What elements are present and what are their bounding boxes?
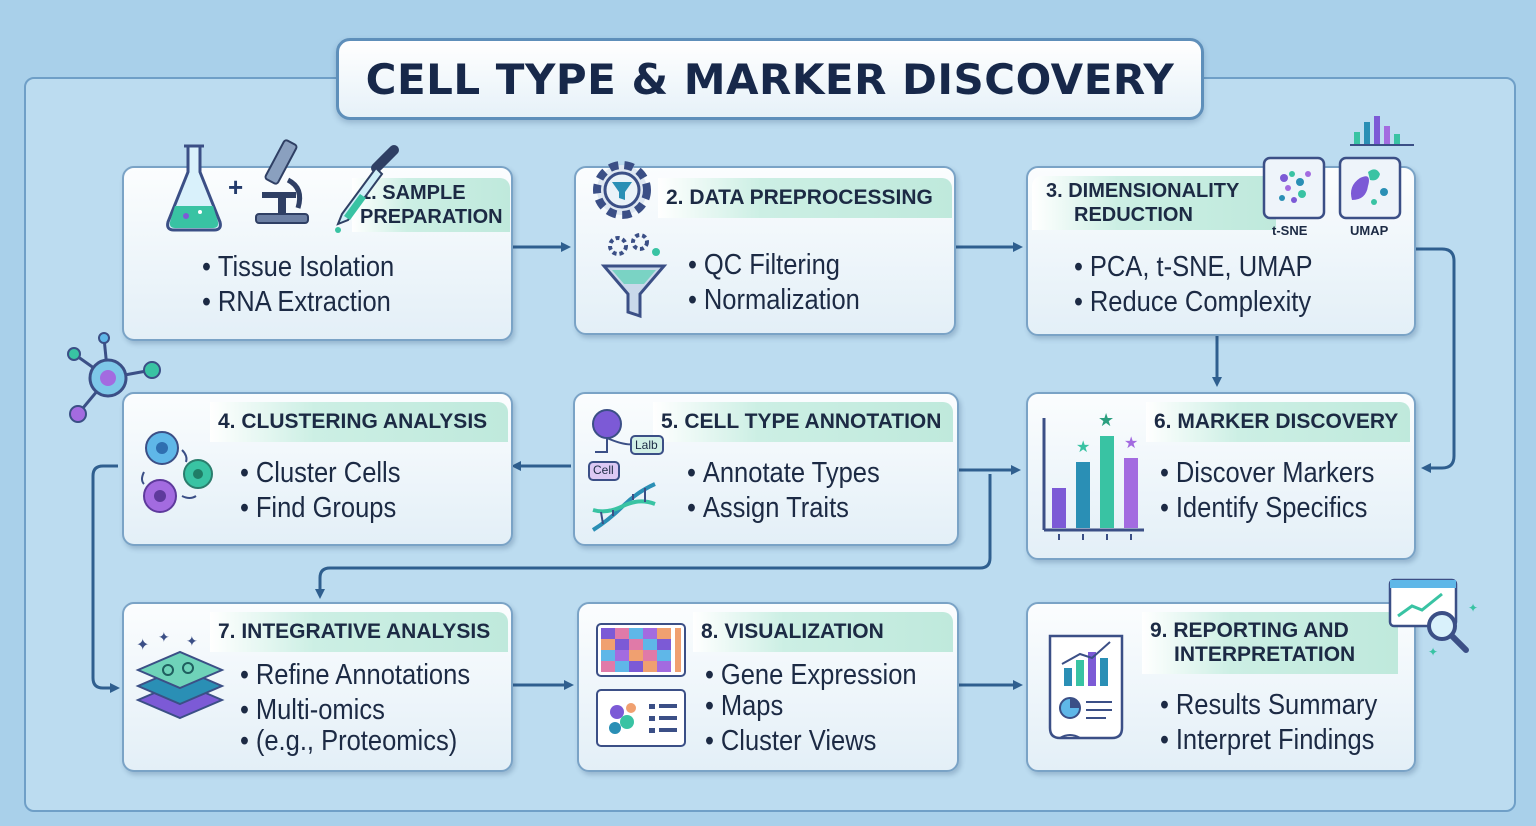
tag-label: Cell [593,463,614,477]
plot-label: t-SNE [1272,223,1308,238]
marker-bar-chart-icon: ★ ★ ★ [1042,410,1144,540]
step-title: 8. VISUALIZATION [693,612,953,652]
plot-label: UMAP [1350,223,1389,238]
step-bullets: QC Filtering Normalization [688,248,883,318]
report-icon [1048,634,1124,740]
pipette-icon [335,145,399,233]
step-title-line: PREPARATION [360,206,503,228]
bullet-item: PCA, t-SNE, UMAP [1074,250,1312,285]
svg-text:✦: ✦ [158,629,170,645]
svg-text:✦: ✦ [136,637,149,654]
arrow-6-7 [315,474,992,599]
step-title: 6. MARKER DISCOVERY [1146,402,1410,442]
step-title: 5. CELL TYPE ANNOTATION [653,402,953,442]
title-banner: CELL TYPE & MARKER DISCOVERY [336,38,1204,120]
step-title-line: INTERPRETATION [1174,643,1356,666]
step-bullets: PCA, t-SNE, UMAP Reduce Complexity [1074,250,1345,320]
bullet-item: Assign Traits [687,491,880,526]
step-card-7: 7. INTEGRATIVE ANALYSIS Refine Annotatio… [122,602,513,772]
bullet-item: Gene Expression [705,658,917,693]
bullet-item: Cluster Views [705,724,917,759]
bullet-item: Interpret Findings [1160,723,1377,758]
layers-icon: ✦ ✦ ✦ [135,629,225,720]
flask-icon [166,144,222,232]
step-title: 9. REPORTING AND INTERPRETATION [1142,612,1398,674]
tag-label: Lalb [635,438,658,452]
bullet-item: Results Summary [1160,688,1377,723]
bar-chart-icon [1350,116,1414,146]
step-title: 4. CLUSTERING ANALYSIS [210,402,508,442]
svg-text:✦: ✦ [186,633,198,649]
step-card-1: 1. SAMPLE PREPARATION Tissue Isolation R… [122,139,513,341]
step-title: 2. DATA PREPROCESSING [658,178,952,218]
step-card-9: 9. REPORTING AND INTERPRETATION Results … [1026,602,1416,772]
tsne-plot-icon [1262,156,1326,220]
heatmap-icon [596,623,686,677]
cells-cluster-icon [141,431,213,513]
cluster-view-icon [596,689,686,747]
bullet-item: RNA Extraction [202,285,394,320]
step-card-5: 5. CELL TYPE ANNOTATION Annotate Types A… [573,392,959,546]
step-card-3: 3. DIMENSIONALITY REDUCTION PCA, t-SNE, … [1026,116,1416,336]
magnifier-chart-icon: ✦ ✦ [1388,578,1478,658]
gear-funnel-icon [593,161,651,219]
svg-text:★: ★ [1076,439,1090,456]
molecule-icon [67,332,161,423]
step-card-6: 6. MARKER DISCOVERY Discover Markers Ide… [1026,392,1416,560]
bullet-item-continued: Maps [705,689,917,724]
step-title: 1. SAMPLE PREPARATION [352,178,510,232]
bullet-item: Identify Specifics [1160,491,1374,526]
page-title: CELL TYPE & MARKER DISCOVERY [365,54,1175,104]
svg-text:✦: ✦ [1428,645,1438,658]
bullet-item-continued: (e.g., Proteomics) [240,724,470,759]
bullet-item: Normalization [688,283,860,318]
step-bullets: Results Summary Interpret Findings [1160,688,1407,758]
step-bullets: Gene Expression Maps Cluster Views [705,658,945,759]
step-card-8: 8. VISUALIZATION Gene Expression Maps Cl… [577,602,959,772]
bullet-item: QC Filtering [688,248,860,283]
svg-text:★: ★ [1098,410,1114,430]
umap-plot-icon [1338,156,1402,220]
step-title-line: 1. SAMPLE [360,182,466,204]
bullet-item: Discover Markers [1160,456,1374,491]
step-card-2: 2. DATA PREPROCESSING QC Filtering Norma… [574,161,956,335]
step-bullets: Refine Annotations Multi-omics (e.g., Pr… [240,658,501,759]
step-bullets: Discover Markers Identify Specifics [1160,456,1404,526]
step-bullets: Annotate Types Assign Traits [687,456,906,526]
step-card-4: 4. CLUSTERING ANALYSIS Cluster Cells Fin… [122,392,513,546]
microscope-icon [255,139,309,224]
plus-icon: + [228,172,244,202]
bullet-item: Find Groups [240,491,400,526]
step-title-line: REDUCTION [1074,204,1193,226]
step-title: 7. INTEGRATIVE ANALYSIS [210,612,508,652]
svg-text:★: ★ [1124,435,1138,452]
bullet-item: Refine Annotations [240,658,470,693]
step-title: 3. DIMENSIONALITY REDUCTION [1032,176,1276,230]
label-tags-icon [588,409,664,481]
arrow-4-7 [91,464,120,693]
step-bullets: Cluster Cells Find Groups [240,456,422,526]
svg-text:✦: ✦ [1468,601,1478,615]
bullet-item: Reduce Complexity [1074,285,1312,320]
step-title-line: 9. REPORTING AND [1150,619,1349,642]
funnel-icon [600,233,668,319]
step-title-line: 3. DIMENSIONALITY [1046,180,1240,202]
bullet-item: Multi-omics [240,693,470,728]
bullet-item: Cluster Cells [240,456,400,491]
arrow-3-6-side [1413,247,1456,473]
dna-icon [591,482,656,532]
bullet-item: Tissue Isolation [202,250,394,285]
bullet-item: Annotate Types [687,456,880,491]
step-bullets: Tissue Isolation RNA Extraction [202,250,420,320]
